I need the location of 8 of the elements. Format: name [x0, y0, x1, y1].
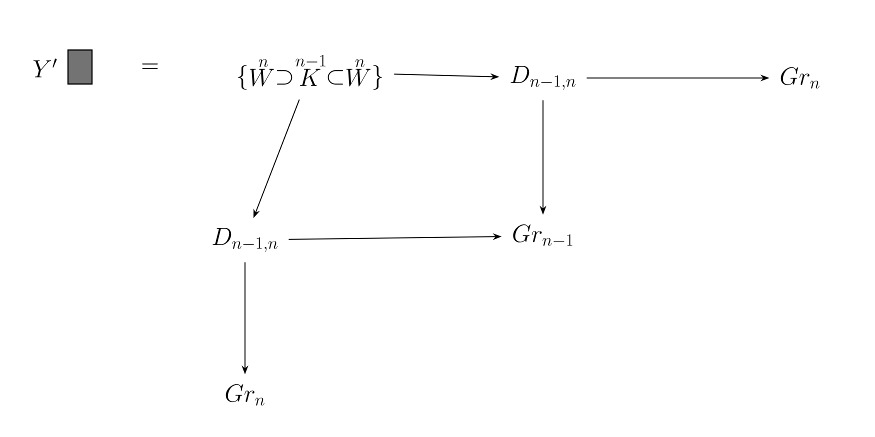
math-symbol: $Y'$	[33, 58, 57, 78]
math-term: $D_{n-1,n}$	[212, 228, 278, 252]
math-term: $Gr_{n}$	[226, 384, 264, 406]
math-term: $Gr_{n}$	[780, 67, 820, 89]
math-term: $Gr_{n-1}$	[513, 224, 572, 246]
math-term: $\{\stackrel{n}{W}\supset\stackrel{n-1}{K}\subset\stackrel{n}{W}\}$	[238, 54, 382, 90]
math-symbol: $=$	[142, 64, 158, 69]
math-term: $D_{n-1,n}$	[510, 66, 576, 90]
